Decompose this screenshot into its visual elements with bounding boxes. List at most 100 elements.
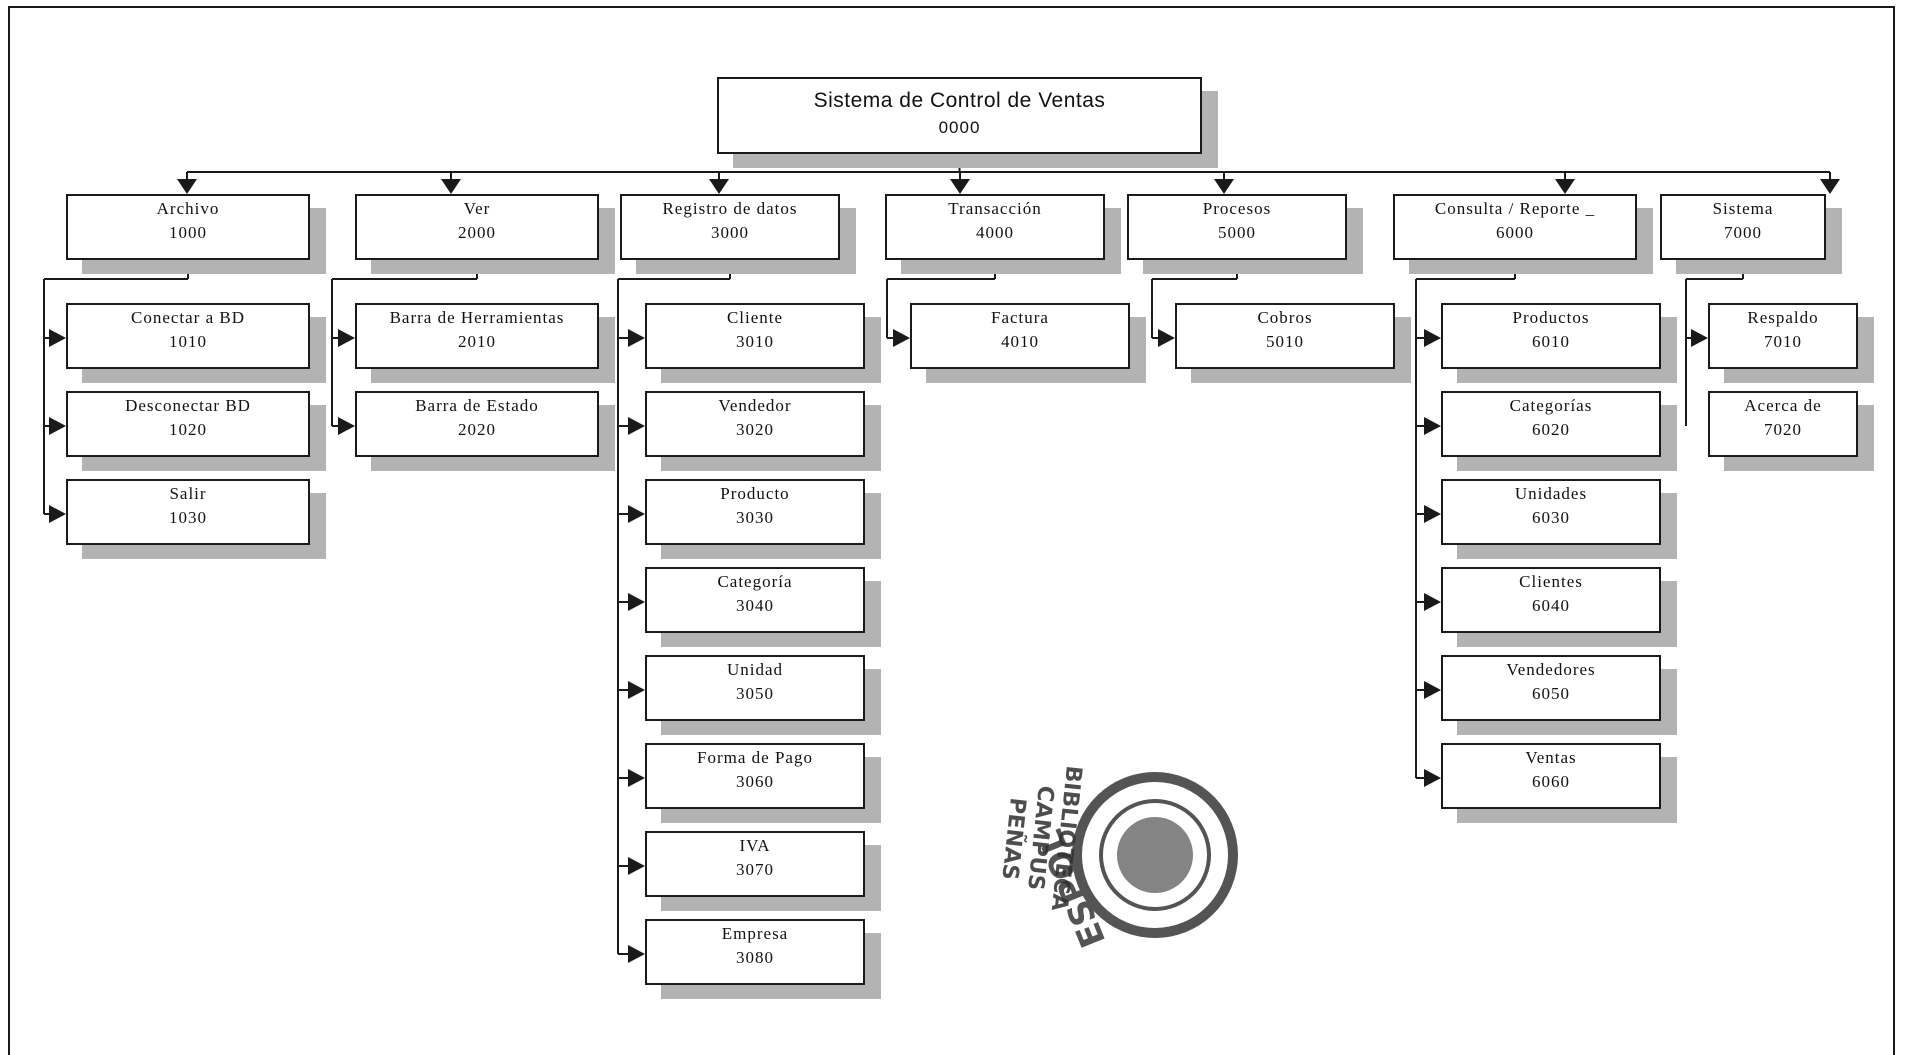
node-code: 5010	[1266, 332, 1304, 351]
page-frame	[8, 6, 1895, 1055]
node-label: Transacción	[948, 199, 1042, 218]
child-node-vendedores: Vendedores 6050	[1441, 655, 1661, 721]
node-label: Ventas	[1525, 748, 1577, 767]
node-code: 5000	[1218, 223, 1256, 242]
node-label: Consulta / Reporte _	[1434, 199, 1596, 218]
menu-node-archivo: Archivo 1000	[66, 194, 310, 260]
node-code: 6030	[1532, 508, 1570, 527]
child-node-iva: IVA 3070	[645, 831, 865, 897]
node-code: 6060	[1532, 772, 1570, 791]
child-node-clientes: Clientes 6040	[1441, 567, 1661, 633]
node-label: Barra de Herramientas	[389, 308, 565, 327]
node-label: Barra de Estado	[415, 396, 539, 415]
node-label: Forma de Pago	[697, 748, 813, 767]
node-label: Cobros	[1257, 308, 1313, 327]
node-label: Ver	[463, 199, 491, 218]
arrow-down-icon	[177, 179, 197, 194]
arrow-right-icon	[1424, 681, 1441, 699]
node-code: 6050	[1532, 684, 1570, 703]
node-label: Cliente	[726, 308, 784, 327]
node-code: 7000	[1724, 223, 1762, 242]
node-label: Registro de datos	[662, 199, 798, 218]
node-label: Unidad	[726, 660, 784, 679]
node-label: Salir	[169, 484, 207, 503]
node-label: Clientes	[1519, 572, 1583, 591]
arrow-down-icon	[1555, 179, 1575, 194]
node-label: IVA	[739, 836, 771, 855]
node-label: Archivo	[156, 199, 220, 218]
arrow-right-icon	[1424, 329, 1441, 347]
node-code: 3010	[736, 332, 774, 351]
node-code: 6020	[1532, 420, 1570, 439]
arrow-right-icon	[628, 417, 645, 435]
node-label: Categorías	[1509, 396, 1593, 415]
node-label: Sistema de Control de Ventas	[813, 89, 1106, 112]
child-node-ventas: Ventas 6060	[1441, 743, 1661, 809]
node-code: 3030	[736, 508, 774, 527]
node-label: Acerca de	[1744, 396, 1822, 415]
arrow-right-icon	[628, 681, 645, 699]
node-label: Empresa	[721, 924, 789, 943]
node-label: Vendedor	[718, 396, 792, 415]
menu-node-procesos: Procesos 5000	[1127, 194, 1347, 260]
arrow-down-icon	[950, 179, 970, 194]
node-label: Sistema	[1712, 199, 1774, 218]
node-code: 6010	[1532, 332, 1570, 351]
arrow-right-icon	[49, 417, 66, 435]
node-code: 3040	[736, 596, 774, 615]
child-node-cliente: Cliente 3010	[645, 303, 865, 369]
node-code: 3080	[736, 948, 774, 967]
child-node-categorias: Categorías 6020	[1441, 391, 1661, 457]
node-label: Categoría	[717, 572, 793, 591]
arrow-right-icon	[49, 329, 66, 347]
node-code: 2020	[458, 420, 496, 439]
menu-node-consulta-reporte: Consulta / Reporte _6000	[1393, 194, 1637, 260]
child-node-categoria: Categoría 3040	[645, 567, 865, 633]
arrow-right-icon	[1424, 769, 1441, 787]
child-node-forma-de-pago: Forma de Pago 3060	[645, 743, 865, 809]
arrow-down-icon	[1820, 179, 1840, 194]
node-code: 4010	[1001, 332, 1039, 351]
child-node-unidades: Unidades 6030	[1441, 479, 1661, 545]
node-label: Productos	[1512, 308, 1590, 327]
child-node-empresa: Empresa 3080	[645, 919, 865, 985]
node-code: 7020	[1764, 420, 1802, 439]
arrow-right-icon	[628, 769, 645, 787]
arrow-right-icon	[1424, 417, 1441, 435]
arrow-right-icon	[1158, 329, 1175, 347]
arrow-right-icon	[628, 505, 645, 523]
arrow-right-icon	[628, 857, 645, 875]
node-code: 2010	[458, 332, 496, 351]
node-code: 6040	[1532, 596, 1570, 615]
arrow-right-icon	[49, 505, 66, 523]
node-code: 1010	[169, 332, 207, 351]
arrow-right-icon	[338, 417, 355, 435]
node-code: 2000	[458, 223, 496, 242]
node-code: 3060	[736, 772, 774, 791]
arrow-right-icon	[1424, 505, 1441, 523]
node-code: 3000	[711, 223, 749, 242]
node-label: Unidades	[1514, 484, 1588, 503]
node-label: Procesos	[1202, 199, 1272, 218]
arrow-right-icon	[628, 329, 645, 347]
node-code: 1020	[169, 420, 207, 439]
arrow-down-icon	[441, 179, 461, 194]
node-label: Respaldo	[1747, 308, 1819, 327]
node-code: 7010	[1764, 332, 1802, 351]
node-label: Vendedores	[1506, 660, 1596, 679]
library-stamp: ESPOL BIBLIOTECA CAMPUS PEÑAS	[996, 764, 1238, 953]
child-node-barra-de-estado: Barra de Estado 2020	[355, 391, 599, 457]
node-code: 3070	[736, 860, 774, 879]
arrow-down-icon	[1214, 179, 1234, 194]
child-node-barra-de-herramientas: Barra de Herramientas 2010	[355, 303, 599, 369]
node-code: 1000	[169, 223, 207, 242]
node-code: 3020	[736, 420, 774, 439]
arrow-down-icon	[709, 179, 729, 194]
arrow-right-icon	[628, 593, 645, 611]
node-label: Conectar a BD	[130, 308, 246, 327]
